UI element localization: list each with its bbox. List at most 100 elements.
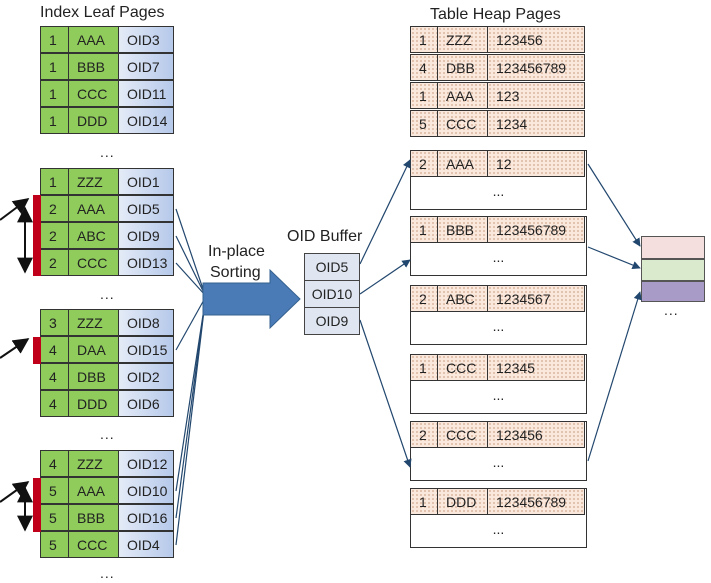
- result-swatch: [641, 259, 705, 281]
- heap-prefix: 2: [410, 150, 438, 177]
- index-oid: OID3: [118, 26, 174, 53]
- heap-value: 12345: [487, 354, 585, 381]
- sorting-label-line1: In-place: [208, 243, 265, 260]
- heap-key: AAA: [437, 82, 488, 109]
- index-key: ZZZ: [68, 168, 119, 195]
- heap-value: 123456: [487, 26, 585, 53]
- index-oid: OID7: [118, 53, 174, 80]
- heap-value: 1234: [487, 110, 585, 137]
- index-ellipsis: ...: [100, 286, 115, 302]
- heap-ellipsis: ...: [492, 387, 505, 403]
- heap-key: ZZZ: [437, 26, 488, 53]
- heap-ellipsis: ...: [492, 318, 505, 334]
- index-leaf-title: Index Leaf Pages: [40, 4, 165, 21]
- index-oid: OID11: [118, 80, 174, 107]
- sort-group-bracket: [33, 337, 41, 364]
- heap-ellipsis: ...: [492, 249, 505, 265]
- heap-value: 123456789: [487, 54, 585, 81]
- heap-prefix: 1: [410, 82, 438, 109]
- index-oid: OID5: [118, 195, 174, 222]
- heap-prefix: 2: [410, 421, 438, 448]
- index-oid: OID2: [118, 363, 174, 390]
- heap-key: DDD: [437, 488, 488, 515]
- heap-prefix: 1: [410, 354, 438, 381]
- index-key: AAA: [68, 195, 119, 222]
- index-oid: OID4: [118, 531, 174, 558]
- heap-to-result-arrows: [587, 163, 642, 462]
- index-ellipsis: ...: [100, 144, 115, 160]
- sort-group-bracket: [33, 478, 41, 532]
- result-ellipsis: ...: [664, 302, 679, 318]
- result-swatch: [641, 236, 705, 259]
- sorting-label-line2: Sorting: [210, 264, 261, 281]
- index-key-prefix: 5: [40, 531, 69, 558]
- heap-prefix: 2: [410, 285, 438, 312]
- index-ellipsis: ...: [100, 565, 115, 581]
- sort-group-bracket: [33, 195, 41, 276]
- heap-ellipsis: ...: [492, 454, 505, 470]
- heap-value: 123: [487, 82, 585, 109]
- heap-prefix: 5: [410, 110, 438, 137]
- index-key: DDD: [68, 390, 119, 417]
- index-oid: OID1: [118, 168, 174, 195]
- index-key-prefix: 1: [40, 107, 69, 134]
- index-key-prefix: 4: [40, 390, 69, 417]
- index-key-prefix: 1: [40, 168, 69, 195]
- heap-pages-title: Table Heap Pages: [430, 6, 561, 23]
- heap-ellipsis: ...: [492, 521, 505, 537]
- index-key: CCC: [68, 249, 119, 276]
- index-oid: OID15: [118, 336, 174, 363]
- index-oid: OID10: [118, 477, 174, 504]
- index-oid: OID12: [118, 450, 174, 477]
- index-oid: OID6: [118, 390, 174, 417]
- index-key-prefix: 4: [40, 450, 69, 477]
- heap-value: 12: [487, 150, 585, 177]
- oid-buffer-title: OID Buffer: [287, 228, 363, 245]
- index-oid: OID8: [118, 309, 174, 336]
- index-key: AAA: [68, 26, 119, 53]
- index-oid: OID9: [118, 222, 174, 249]
- index-key: ABC: [68, 222, 119, 249]
- buffer-to-heap-arrows: [359, 159, 412, 468]
- heap-value: 1234567: [487, 285, 585, 312]
- heap-key: DBB: [437, 54, 488, 81]
- index-key: ZZZ: [68, 309, 119, 336]
- heap-key: AAA: [437, 150, 488, 177]
- heap-key: CCC: [437, 354, 488, 381]
- heap-key: BBB: [437, 216, 488, 243]
- index-ellipsis: ...: [100, 426, 115, 442]
- heap-prefix: 4: [410, 54, 438, 81]
- index-key-prefix: 1: [40, 53, 69, 80]
- oid-buffer-item: OID10: [304, 280, 360, 308]
- index-oid: OID13: [118, 249, 174, 276]
- index-key: BBB: [68, 504, 119, 531]
- sorting-arrow: [202, 268, 301, 330]
- heap-ellipsis: ...: [492, 183, 505, 199]
- oid-buffer-item: OID9: [304, 307, 360, 335]
- index-key: DDD: [68, 107, 119, 134]
- index-key-prefix: 4: [40, 363, 69, 390]
